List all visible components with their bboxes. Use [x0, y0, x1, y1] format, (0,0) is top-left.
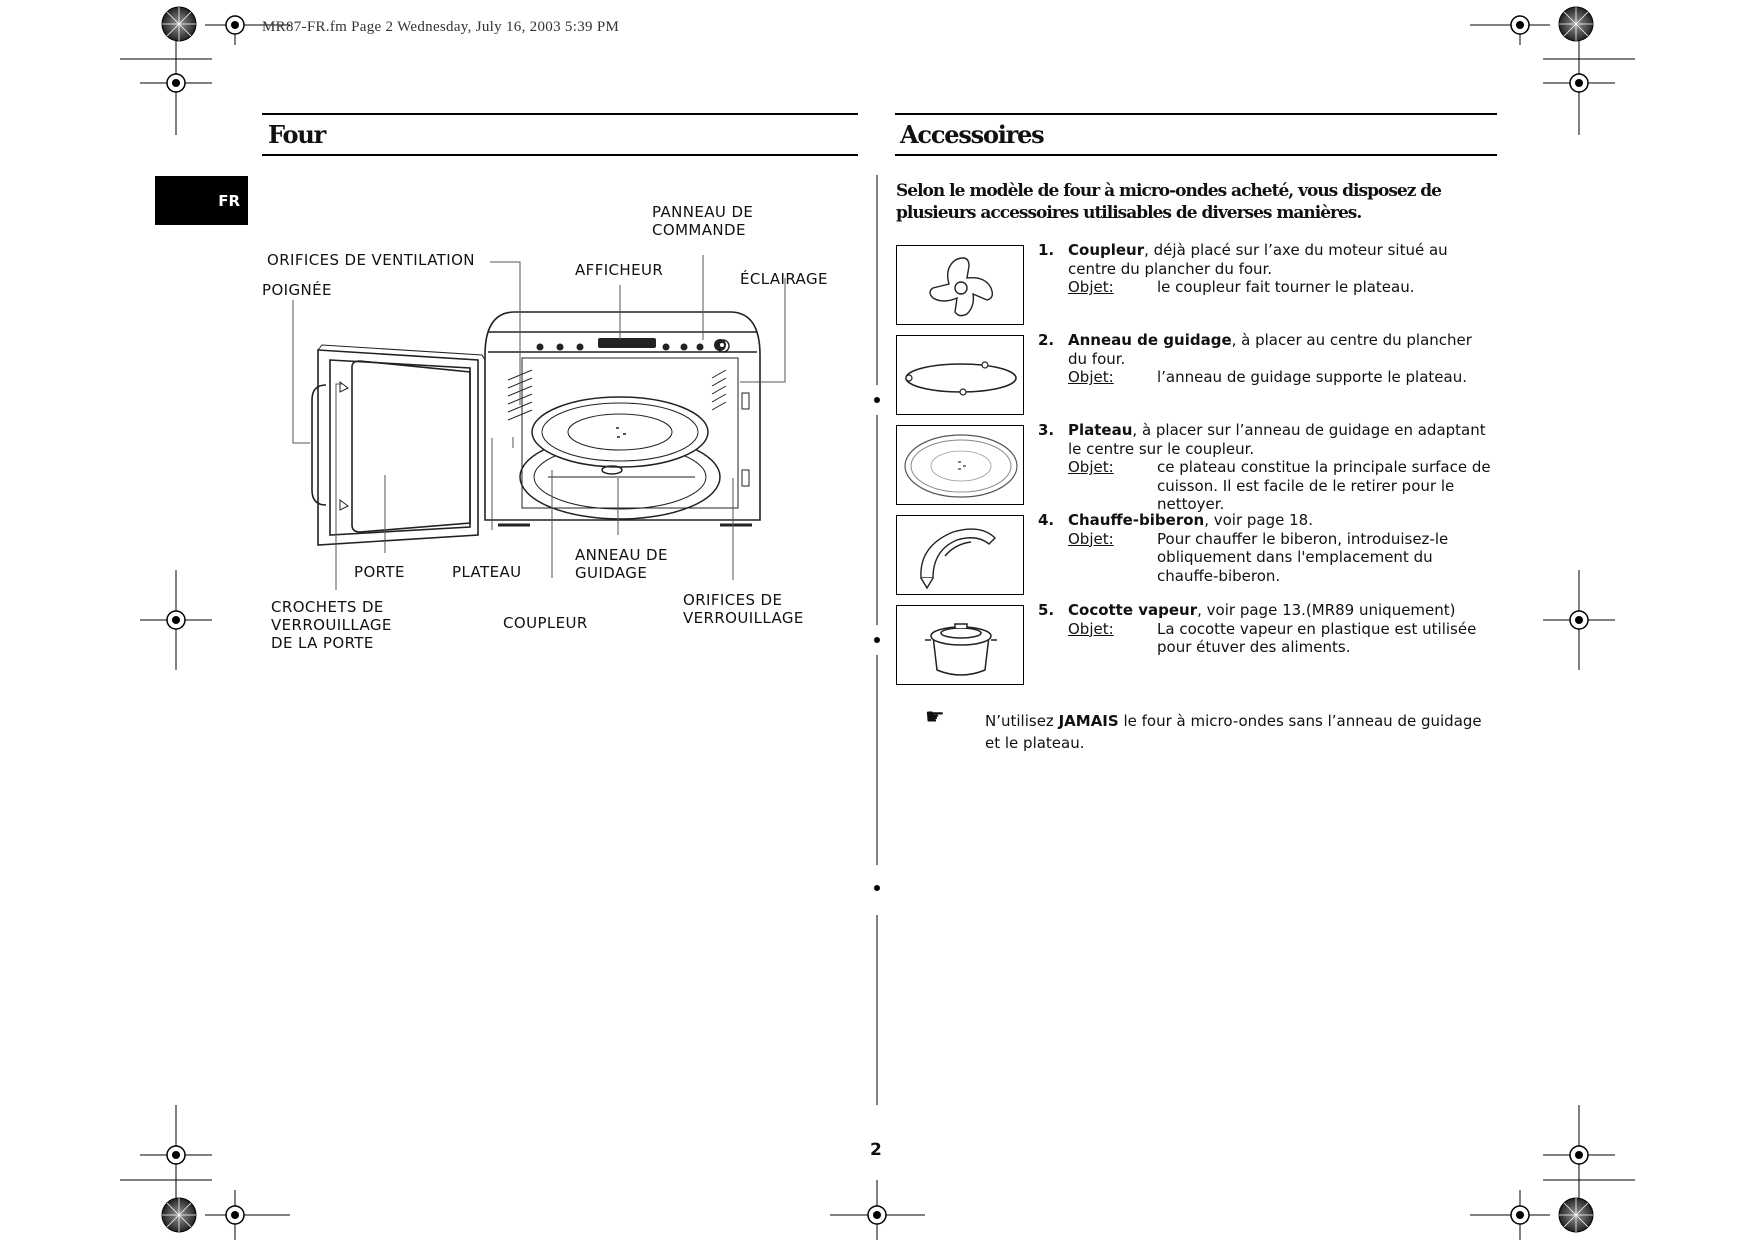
item-number: 4.	[1038, 511, 1055, 529]
coupler-image	[896, 245, 1024, 325]
item-objective-text: le coupleur fait tourner le plateau.	[1157, 278, 1415, 296]
left-title-rule-top	[262, 113, 858, 115]
roller-ring-image	[896, 335, 1024, 415]
label-orifices-de-ventilation: ORIFICES DE VENTILATION	[267, 251, 475, 269]
page-number: 2	[870, 1140, 882, 1160]
label-coupleur: COUPLEUR	[503, 614, 588, 632]
turntable-icon	[904, 434, 1018, 498]
item-objective-text: ce plateau constitue la principale surfa…	[1157, 458, 1491, 513]
label-plateau: PLATEAU	[452, 563, 522, 581]
warning-note: ☛ N’utilisez JAMAIS le four à micro-onde…	[925, 705, 1482, 753]
label-orifices-de-verrouillage: ORIFICES DE VERROUILLAGE	[683, 591, 804, 627]
label-crochets-de-verrouillage: CROCHETS DE VERROUILLAGE DE LA PORTE	[271, 598, 392, 652]
roller-ring-icon	[905, 361, 1017, 396]
item-name: Plateau	[1068, 421, 1133, 439]
accessories-intro: Selon le modèle de four à micro-ondes ac…	[896, 181, 1442, 223]
left-section-title: Four	[268, 120, 326, 149]
item-objective-label: Objet:	[1068, 529, 1114, 548]
bottle-warmer-icon	[920, 528, 996, 590]
item-objective-label: Objet:	[1068, 278, 1114, 296]
accessory-item-2: 2. Anneau de guidage, à placer au centre…	[1038, 331, 1494, 387]
accessory-item-5: 5. Cocotte vapeur, voir page 13.(MR89 un…	[1038, 601, 1494, 657]
steam-pot-image	[896, 605, 1024, 685]
item-number: 3.	[1038, 421, 1055, 439]
right-title-rule-bottom	[895, 154, 1497, 156]
right-title-rule-top	[895, 113, 1497, 115]
item-number: 5.	[1038, 601, 1055, 619]
label-anneau-de-guidage: ANNEAU DE GUIDAGE	[575, 546, 668, 582]
language-tab: FR	[155, 176, 248, 225]
bottle-warmer-image	[896, 515, 1024, 595]
item-objective-text: Pour chauffer le biberon, introduisez-le…	[1157, 529, 1449, 585]
turntable-image	[896, 425, 1024, 505]
item-objective-text: La cocotte vapeur en plastique est utili…	[1157, 619, 1477, 657]
item-name: Coupleur	[1068, 241, 1145, 259]
file-header: MR87-FR.fm Page 2 Wednesday, July 16, 20…	[262, 19, 620, 35]
accessory-item-3: 3. Plateau, à placer sur l’anneau de gui…	[1038, 421, 1494, 514]
accessory-item-1: 1. Coupleur, déjà placé sur l’axe du mot…	[1038, 241, 1494, 297]
item-number: 2.	[1038, 331, 1055, 349]
left-title-rule-bottom	[262, 154, 858, 156]
label-panneau-de-commande: PANNEAU DE COMMANDE	[652, 203, 754, 239]
label-afficheur: AFFICHEUR	[575, 261, 664, 279]
label-porte: PORTE	[354, 563, 405, 581]
coupler-icon	[929, 257, 994, 317]
item-objective-label: Objet:	[1068, 619, 1114, 638]
item-number: 1.	[1038, 241, 1055, 259]
item-objective-label: Objet:	[1068, 458, 1114, 476]
item-name: Chauffe-biberon	[1068, 511, 1205, 529]
steam-pot-icon	[925, 623, 997, 676]
label-poignee: POIGNÉE	[262, 281, 332, 299]
label-eclairage: ÉCLAIRAGE	[740, 270, 828, 288]
item-name: Anneau de guidage	[1068, 331, 1232, 349]
item-name: Cocotte vapeur	[1068, 601, 1198, 619]
pointing-hand-icon: ☛	[925, 705, 945, 730]
note-emphasis: JAMAIS	[1058, 712, 1119, 730]
accessory-item-4: 4. Chauffe-biberon, voir page 18. Objet:…	[1038, 511, 1494, 585]
item-objective-label: Objet:	[1068, 368, 1114, 386]
right-section-title: Accessoires	[900, 120, 1045, 149]
item-objective-text: l’anneau de guidage supporte le plateau.	[1157, 368, 1467, 386]
